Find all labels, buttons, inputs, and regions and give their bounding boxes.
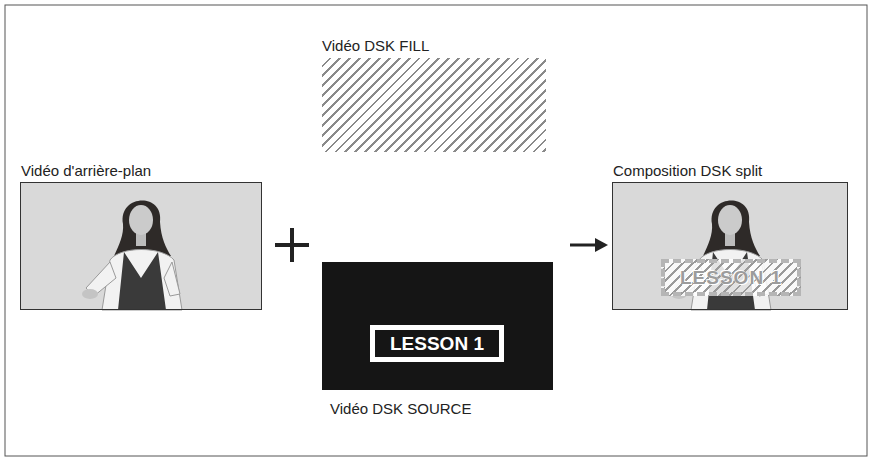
composition-picture (612, 182, 848, 310)
background-video-picture (20, 182, 262, 310)
source-video-frame: Vidéo DSK SOURCELESSON 1 (322, 262, 553, 390)
frame-heading: Vidéo DSK SOURCE (330, 400, 471, 417)
frame-heading: Vidéo d'arrière-plan (21, 162, 151, 179)
result-arrow (570, 238, 608, 252)
presenter-figure (82, 200, 182, 310)
composition-frame: Composition DSK splitLESSON 1 (612, 182, 848, 310)
frame-heading: Vidéo DSK FILL (322, 37, 429, 54)
keyed-caption-box: LESSON 1 (661, 259, 801, 296)
fill-video-frame: Vidéo DSK FILL (322, 58, 546, 152)
box-label: LESSON 1 (375, 330, 499, 357)
frame-heading: Composition DSK split (613, 162, 762, 179)
box-label: LESSON 1 (665, 263, 797, 292)
caption-key-box: LESSON 1 (370, 325, 504, 362)
video-frame: Vidéo d'arrière-plan (20, 182, 262, 310)
outer-frame (5, 5, 867, 456)
plus-symbol (275, 228, 309, 262)
